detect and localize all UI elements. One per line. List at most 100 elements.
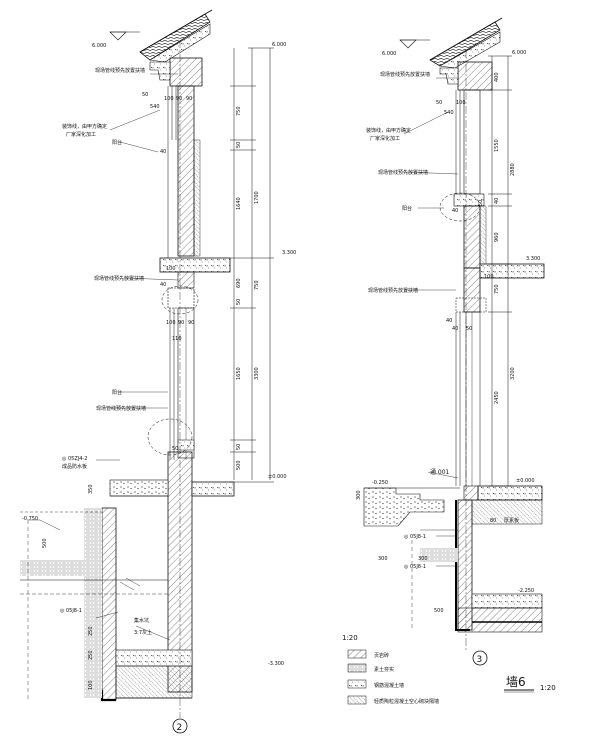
left-sdim-12: 110 xyxy=(172,336,182,342)
right-dim-4: 50 xyxy=(478,200,484,206)
left-ref-05j: ◎ 05J8-1 xyxy=(60,608,82,614)
left-ground-slab xyxy=(191,481,235,497)
legend-scale: 1:20 xyxy=(342,634,358,642)
left-small-dims: 50 540 100 90 90 40 100 40 100 90 90 110… xyxy=(142,92,194,452)
right-sdim-4: 40 xyxy=(452,326,458,332)
left-sdim-7: 100 xyxy=(166,266,176,272)
legend-swatch-3 xyxy=(347,695,367,705)
right-ref-001: 通 001 xyxy=(430,468,450,476)
left-note-jishui2: 3:7灰土 xyxy=(134,629,152,636)
title-name: 墙6 xyxy=(506,675,526,689)
right-note-low: 现场管线预先放置扶墙 xyxy=(368,287,418,294)
right-sdim-11: 80 xyxy=(490,518,496,524)
left-level-6000-b: 6.000 xyxy=(92,43,106,49)
right-sdim-3: 40 xyxy=(452,208,458,214)
left-note-yangtai2: 阳台 xyxy=(112,389,122,396)
right-sdim-1: 540 xyxy=(444,110,454,116)
right-dim-1: 1550 xyxy=(494,139,500,152)
left-note-drip-top: 现场管线预先放置扶墙 xyxy=(95,67,145,74)
left-sdim-2: 100 xyxy=(164,96,174,102)
left-sdim-0: 50 xyxy=(142,92,148,98)
legend-label-0: 页岩砖 xyxy=(374,652,389,659)
left-level-minus0750: -0.750 xyxy=(22,516,38,522)
left-wall-section: 2 6.000 3.300 ±0.000 -0.750 -3.300 6.000… xyxy=(20,9,296,734)
right-dim-9: 300 xyxy=(356,490,362,500)
left-level-0000: ±0.000 xyxy=(268,474,287,480)
right-wall-section: 3 6.000 3.300 ±0.000 -0.250 -2.250 6.000… xyxy=(356,17,545,666)
left-note-yangtai: 阳台 xyxy=(112,139,122,146)
right-note-yangtai: 阳台 xyxy=(402,205,412,212)
right-note-factory: 装饰线，由甲方确定 xyxy=(366,127,411,134)
right-axis-circle xyxy=(472,650,488,666)
legend-label-1: 素土夯实 xyxy=(374,666,394,673)
right-level-6000: 6.000 xyxy=(512,50,526,56)
right-dim-2: 2880 xyxy=(510,163,516,176)
left-dim-8: 1650 xyxy=(236,367,242,380)
left-dim-6: 50 xyxy=(236,299,242,305)
legend-swatch-2 xyxy=(347,679,367,689)
left-sdim-4: 90 xyxy=(186,96,192,102)
left-dimension-numbers: 750 50 1640 1700 3300 690 50 750 1650 50… xyxy=(42,106,260,690)
left-dim-15: 250 xyxy=(88,626,94,636)
right-cornice xyxy=(457,61,493,91)
left-dim-11: 350 xyxy=(88,484,94,494)
left-dim-10: 500 xyxy=(236,460,242,470)
right-note-houxi: 厚素板 xyxy=(504,517,519,524)
legend: 1:20 页岩砖 素土夯实 钢筋混凝土墙 轻质陶粒混凝土空心砌块隔墙 xyxy=(342,634,439,705)
left-level-6000: 6.000 xyxy=(272,42,286,48)
right-axis-label: 3 xyxy=(477,655,483,665)
right-sdim-6: 40 xyxy=(446,318,452,324)
left-sdim-11: 90 xyxy=(188,320,194,326)
left-sdim-3: 90 xyxy=(176,96,182,102)
left-axis-label: 2 xyxy=(177,723,183,733)
left-ref-05zj-sub: 成品防水板 xyxy=(62,463,87,470)
drawing-title: 墙6 1:20 xyxy=(504,675,556,693)
right-note-drip-top: 现场管线预先放置扶墙 xyxy=(380,71,430,78)
right-small-dims: 50 540 100 40 40 50 40 100 300 300 500 8… xyxy=(378,100,496,614)
right-ref-05j-b: ◎ 05J8-1 xyxy=(404,564,426,570)
left-sdim-6: 40 xyxy=(160,149,166,155)
left-sdim-1: 540 xyxy=(150,104,160,110)
left-sdim-13: 50 xyxy=(172,446,178,452)
right-note-factory2: 厂家深化加工 xyxy=(370,135,400,142)
left-cornice xyxy=(169,57,203,87)
left-dim-0: 750 xyxy=(236,106,242,116)
left-retaining-wall xyxy=(101,507,117,701)
right-dim-0: 400 xyxy=(494,72,500,82)
right-level-minus0250: -0.250 xyxy=(372,480,388,486)
left-note-factory2: 厂家深化加工 xyxy=(66,131,96,138)
right-sdim-8: 300 xyxy=(378,556,388,562)
right-dim-7: 3200 xyxy=(510,367,516,380)
right-dimension-numbers: 400 1550 2880 40 50 960 750 3200 2450 30… xyxy=(356,72,516,500)
left-sdim-10: 90 xyxy=(178,320,184,326)
right-sdim-5: 50 xyxy=(466,326,472,332)
legend-label-2: 钢筋混凝土墙 xyxy=(374,682,404,689)
right-sdim-10: 500 xyxy=(434,608,444,614)
left-sdim-8: 40 xyxy=(160,282,166,288)
left-dim-3: 1700 xyxy=(254,191,260,204)
left-dim-12: 500 xyxy=(42,538,48,548)
left-dim-13: 250 xyxy=(88,650,94,660)
legend-swatch-1 xyxy=(347,663,367,673)
right-sdim-7: 100 xyxy=(484,274,494,280)
left-note-factory: 装饰线，由甲方确定 xyxy=(62,123,107,130)
right-level-0000: ±0.000 xyxy=(516,478,535,484)
right-ref-05j-a: ◎ 05J8-1 xyxy=(404,534,426,540)
left-dim-9: 50 xyxy=(236,444,242,450)
right-sdim-0: 50 xyxy=(436,100,442,106)
title-scale: 1:20 xyxy=(540,684,556,692)
left-floor-slab-3300 xyxy=(159,257,231,273)
right-ground-slab xyxy=(477,485,543,501)
left-soil xyxy=(20,560,102,576)
right-steps xyxy=(363,487,445,527)
left-level-minus3300: -3.300 xyxy=(268,661,284,667)
legend-swatch-0 xyxy=(347,649,367,659)
right-dim-5: 960 xyxy=(494,232,500,242)
right-level-3300: 3.300 xyxy=(526,256,540,262)
left-axis-circle xyxy=(172,718,188,734)
right-level-6000-b: 6.000 xyxy=(382,51,396,57)
left-dim-5: 690 xyxy=(236,278,242,288)
legend-label-3: 轻质陶粒混凝土空心砌块隔墙 xyxy=(374,698,439,705)
right-level-minus2250: -2.250 xyxy=(518,588,534,594)
